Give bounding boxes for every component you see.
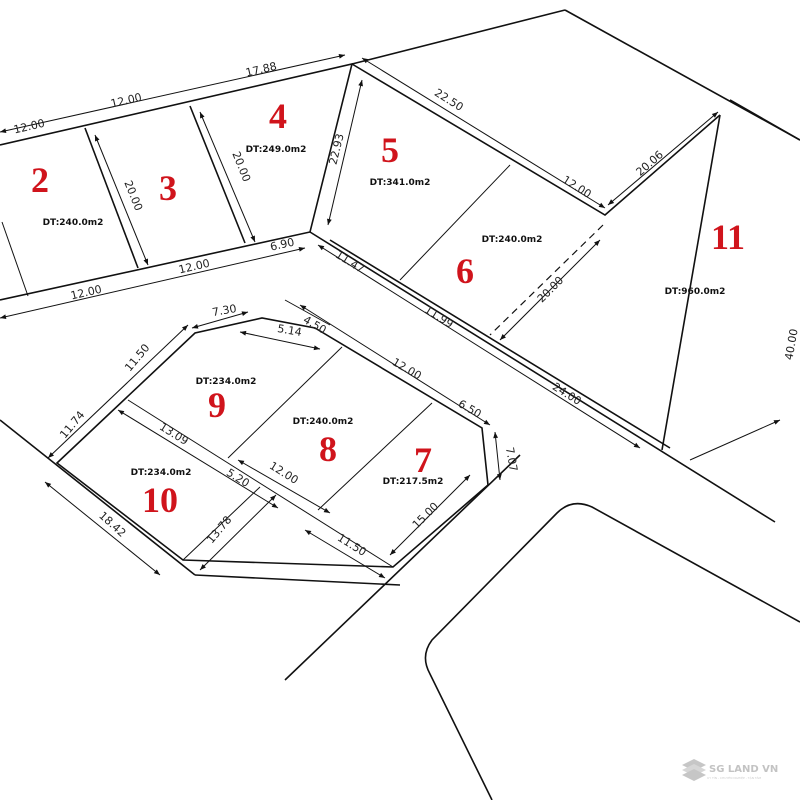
dimension-label: 12.00 bbox=[560, 173, 594, 201]
plot-number-8: 8 bbox=[319, 429, 337, 469]
boundary-lines bbox=[0, 9, 800, 800]
watermark-tagline: UY TÍN - CHUYÊN NGHIỆP - TẬN TÂM bbox=[707, 775, 762, 780]
dimension-label: 12.00 bbox=[390, 355, 424, 382]
plot-area-9: DT:234.0m2 bbox=[196, 377, 257, 387]
dimension-label: 7.07 bbox=[503, 446, 520, 472]
plot-area-5: DT:341.0m2 bbox=[370, 178, 431, 188]
watermark-name: SG LAND VN bbox=[709, 764, 778, 775]
dimension-label: 11.50 bbox=[122, 342, 152, 374]
dimension-label: 40.00 bbox=[782, 328, 800, 361]
dimension-arrows bbox=[0, 53, 781, 579]
plot-area-8: DT:240.0m2 bbox=[293, 417, 354, 427]
dimension-label: 11.50 bbox=[335, 531, 369, 559]
plot-number-7: 7 bbox=[414, 440, 432, 480]
dimension-label: 22.93 bbox=[326, 132, 346, 166]
plot-number-4: 4 bbox=[269, 96, 287, 136]
dimension-label: 6.90 bbox=[269, 236, 296, 254]
dimension-label: 20.00 bbox=[535, 274, 566, 305]
plot-number-10: 10 bbox=[142, 480, 178, 520]
dimension-label: 7.30 bbox=[211, 302, 237, 319]
plot-number-9: 9 bbox=[208, 385, 226, 425]
dimension-label: 20.06 bbox=[634, 148, 666, 178]
plot-area-11: DT:960.0m2 bbox=[665, 287, 726, 297]
dimension-label: 12.00 bbox=[267, 459, 301, 487]
plot-area-4: DT:249.0m2 bbox=[246, 145, 307, 155]
plot-area-7: DT:217.5m2 bbox=[383, 477, 444, 487]
dimension-label: 6.50 bbox=[456, 397, 484, 421]
plot-number-5: 5 bbox=[381, 130, 399, 170]
dimension-label: 5.14 bbox=[276, 322, 302, 339]
dimension-label: 15.00 bbox=[410, 500, 441, 531]
dimension-label: 17.88 bbox=[244, 60, 278, 80]
plot-number-6: 6 bbox=[456, 251, 474, 291]
dimension-label: 12.00 bbox=[69, 283, 103, 303]
dimension-label: 22.50 bbox=[432, 86, 466, 114]
plot-labels: 2 DT:240.0m2 3 4 DT:249.0m2 5 DT:341.0m2… bbox=[31, 96, 745, 520]
plot-number-3: 3 bbox=[159, 168, 177, 208]
watermark-logo: SG LAND VN UY TÍN - CHUYÊN NGHIỆP - TẬN … bbox=[682, 759, 778, 781]
plot-number-11: 11 bbox=[711, 217, 745, 257]
plot-area-10: DT:234.0m2 bbox=[131, 468, 192, 478]
plot-area-2: DT:240.0m2 bbox=[43, 218, 104, 228]
dimension-label: 12.00 bbox=[109, 91, 143, 111]
plot-number-2: 2 bbox=[31, 160, 49, 200]
logo-icon bbox=[682, 759, 706, 781]
plot-area-6: DT:240.0m2 bbox=[482, 235, 543, 245]
dimension-label: 5.20 bbox=[224, 466, 252, 490]
dimension-label: 12.00 bbox=[12, 117, 46, 137]
